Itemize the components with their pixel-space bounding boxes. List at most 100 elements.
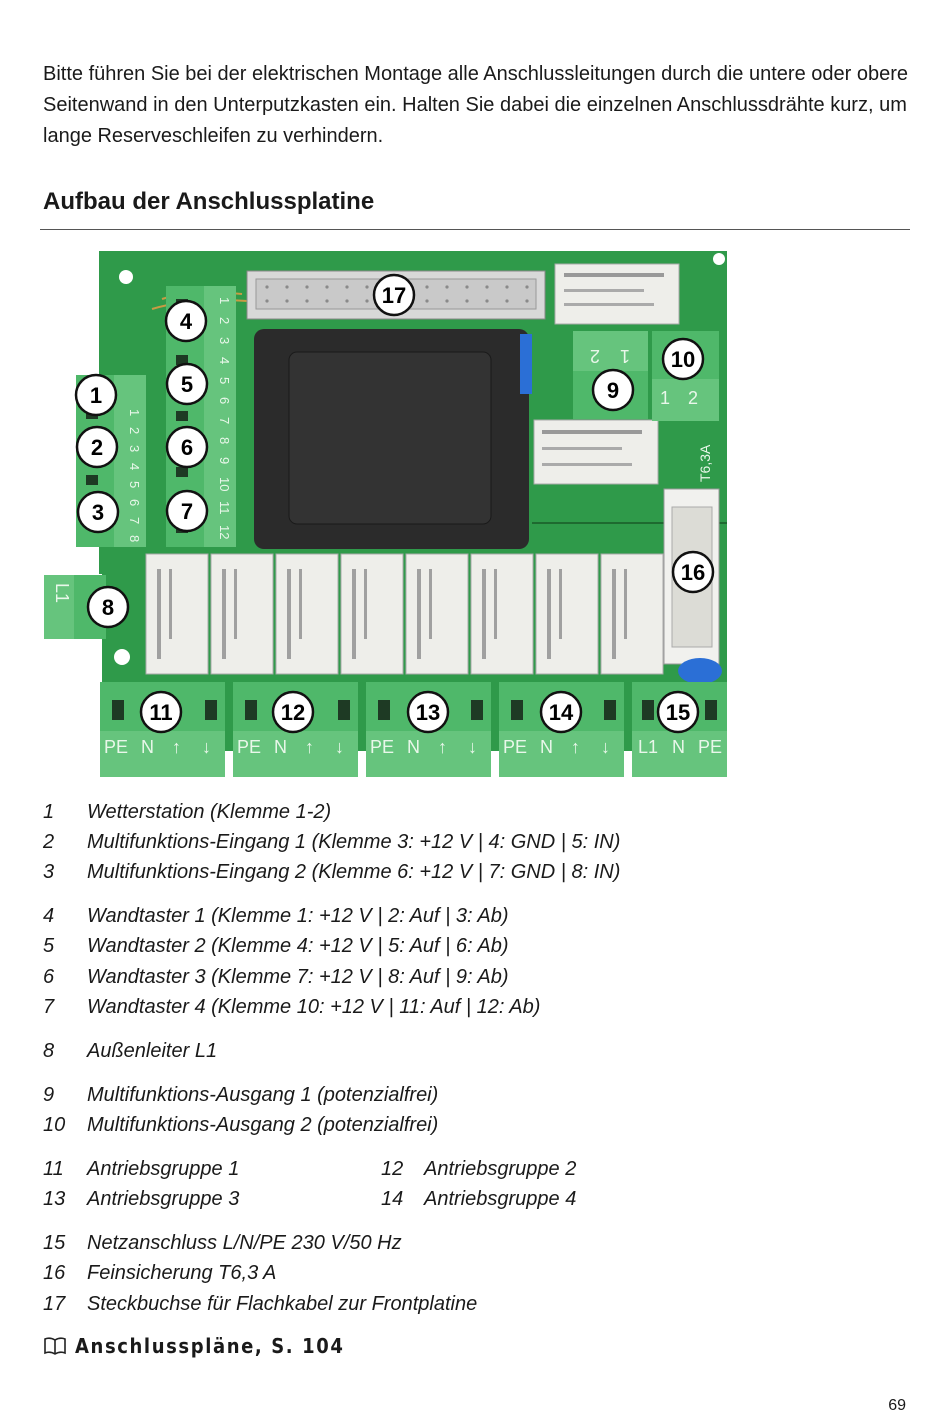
- legend-number: 9: [43, 1084, 55, 1106]
- callout-14: 14: [539, 690, 583, 734]
- callout-number: 9: [607, 378, 619, 403]
- pin-label: 8: [217, 437, 232, 444]
- legend-text: Steckbuchse für Flachkabel zur Frontplat…: [87, 1293, 478, 1315]
- legend-number: 13: [43, 1188, 66, 1210]
- t9-pin-b: 1: [620, 346, 630, 366]
- callout-number: 16: [681, 560, 705, 585]
- term-label: PE: [370, 737, 394, 757]
- callout-number: 11: [149, 700, 172, 725]
- callout-number: 8: [102, 595, 114, 620]
- pin-label: 1: [127, 409, 142, 416]
- legend-text: Antriebsgruppe 2: [424, 1158, 577, 1180]
- callout-10: 10: [661, 337, 705, 381]
- term-label: N: [540, 737, 553, 757]
- book-icon: [44, 1337, 66, 1355]
- legend-number: 17: [43, 1293, 66, 1315]
- callout-number: 2: [91, 435, 103, 460]
- t10-pin-b: 2: [688, 388, 698, 408]
- section-heading: Aufbau der Anschlussplatine: [43, 188, 375, 215]
- t9-pin-a: 2: [590, 346, 600, 366]
- callout-17: 17: [372, 273, 416, 317]
- legend-text: Multifunktions-Ausgang 1 (potenzialfrei): [87, 1084, 439, 1106]
- legend-number: 15: [43, 1232, 66, 1254]
- callout-number: 13: [416, 700, 440, 725]
- legend-number: 5: [43, 935, 55, 957]
- callout-number: 3: [92, 500, 104, 525]
- legend-number: 11: [43, 1158, 64, 1180]
- callout-3: 3: [76, 490, 120, 534]
- term-label: PE: [104, 737, 128, 757]
- legend-number: 4: [43, 905, 55, 927]
- callout-15: 15: [656, 690, 700, 734]
- pin-label: 12: [217, 525, 232, 539]
- legend-text: Wandtaster 2 (Klemme 4: +12 V | 5: Auf |…: [87, 935, 509, 957]
- callout-number: 14: [549, 700, 574, 725]
- callout-number: 15: [666, 700, 690, 725]
- callout-7: 7: [165, 489, 209, 533]
- term-label: L1: [638, 737, 658, 757]
- callout-4: 4: [164, 299, 208, 343]
- l1-label: L1: [52, 583, 72, 603]
- callout-11: 11: [139, 690, 183, 734]
- group-terminal-labels: PE N ↑ ↓ PE N ↑ ↓ PE N ↑ ↓ PE N ↑ ↓ L1 N…: [104, 737, 722, 757]
- page-number: 69: [888, 1397, 906, 1414]
- legend-text: Außenleiter L1: [87, 1040, 218, 1062]
- legend-number: 2: [43, 831, 55, 853]
- t10-pin-a: 1: [660, 388, 670, 408]
- term-label: PE: [503, 737, 527, 757]
- term-label: PE: [237, 737, 261, 757]
- legend-number: 3: [43, 861, 55, 883]
- legend-number: 14: [381, 1188, 404, 1210]
- legend-number: 10: [43, 1114, 66, 1136]
- term-label: ↑: [305, 737, 314, 757]
- term-label: N: [141, 737, 154, 757]
- legend-number: 6: [43, 966, 55, 988]
- legend-text: Netzanschluss L/N/PE 230 V/50 Hz: [87, 1232, 402, 1254]
- legend-text: Multifunktions-Eingang 1 (Klemme 3: +12 …: [87, 831, 621, 853]
- callout-number: 6: [181, 435, 193, 460]
- callout-number: 12: [281, 700, 305, 725]
- pin-label: 7: [127, 517, 142, 524]
- cross-reference-text: Anschlusspläne, S. 104: [75, 1334, 345, 1358]
- term-label: N: [672, 737, 685, 757]
- term-label: ↑: [172, 737, 181, 757]
- callout-number: 4: [180, 309, 193, 334]
- callout-5: 5: [165, 362, 209, 406]
- legend-text: Wetterstation (Klemme 1-2): [87, 801, 332, 823]
- legend-number: 7: [43, 996, 55, 1018]
- term-label: ↑: [571, 737, 580, 757]
- pin-label: 7: [217, 417, 232, 424]
- callout-number: 5: [181, 372, 193, 397]
- legend-text: Antriebsgruppe 3: [87, 1188, 240, 1210]
- callout-number: 10: [671, 347, 695, 372]
- callout-16: 16: [671, 550, 715, 594]
- heading-rule: [40, 229, 910, 230]
- pin-label: 6: [127, 499, 142, 506]
- legend-text: Wandtaster 1 (Klemme 1: +12 V | 2: Auf |…: [87, 905, 509, 927]
- callout-2: 2: [75, 425, 119, 469]
- pin-label: 2: [127, 427, 142, 434]
- term-label: ↓: [468, 737, 477, 757]
- legend-number: 16: [43, 1262, 66, 1284]
- legend-text: Wandtaster 4 (Klemme 10: +12 V | 11: Auf…: [87, 996, 541, 1018]
- pin-label: 6: [217, 397, 232, 404]
- pin-label: 11: [217, 501, 232, 515]
- pin-label: 5: [217, 377, 232, 384]
- legend-text: Wandtaster 3 (Klemme 7: +12 V | 8: Auf |…: [87, 966, 509, 988]
- legend-text: Multifunktions-Eingang 2 (Klemme 6: +12 …: [87, 861, 621, 883]
- callout-6: 6: [165, 425, 209, 469]
- legend-number: 8: [43, 1040, 55, 1062]
- pin-label: 5: [127, 481, 142, 488]
- callout-9: 9: [591, 368, 635, 412]
- callout-number: 1: [90, 383, 102, 408]
- term-label: PE: [698, 737, 722, 757]
- middle-terminal-pins: 1 2 3 4 5 6 7 8 9 10 11 12: [217, 297, 232, 539]
- term-label: ↑: [438, 737, 447, 757]
- term-label: ↓: [202, 737, 211, 757]
- cross-reference: Anschlusspläne, S. 104: [43, 1334, 344, 1358]
- legend-text: Feinsicherung T6,3 A: [87, 1262, 277, 1284]
- pin-label: 4: [217, 357, 232, 364]
- legend-text: Multifunktions-Ausgang 2 (potenzialfrei): [87, 1114, 439, 1136]
- callout-13: 13: [406, 690, 450, 734]
- pin-label: 4: [127, 463, 142, 470]
